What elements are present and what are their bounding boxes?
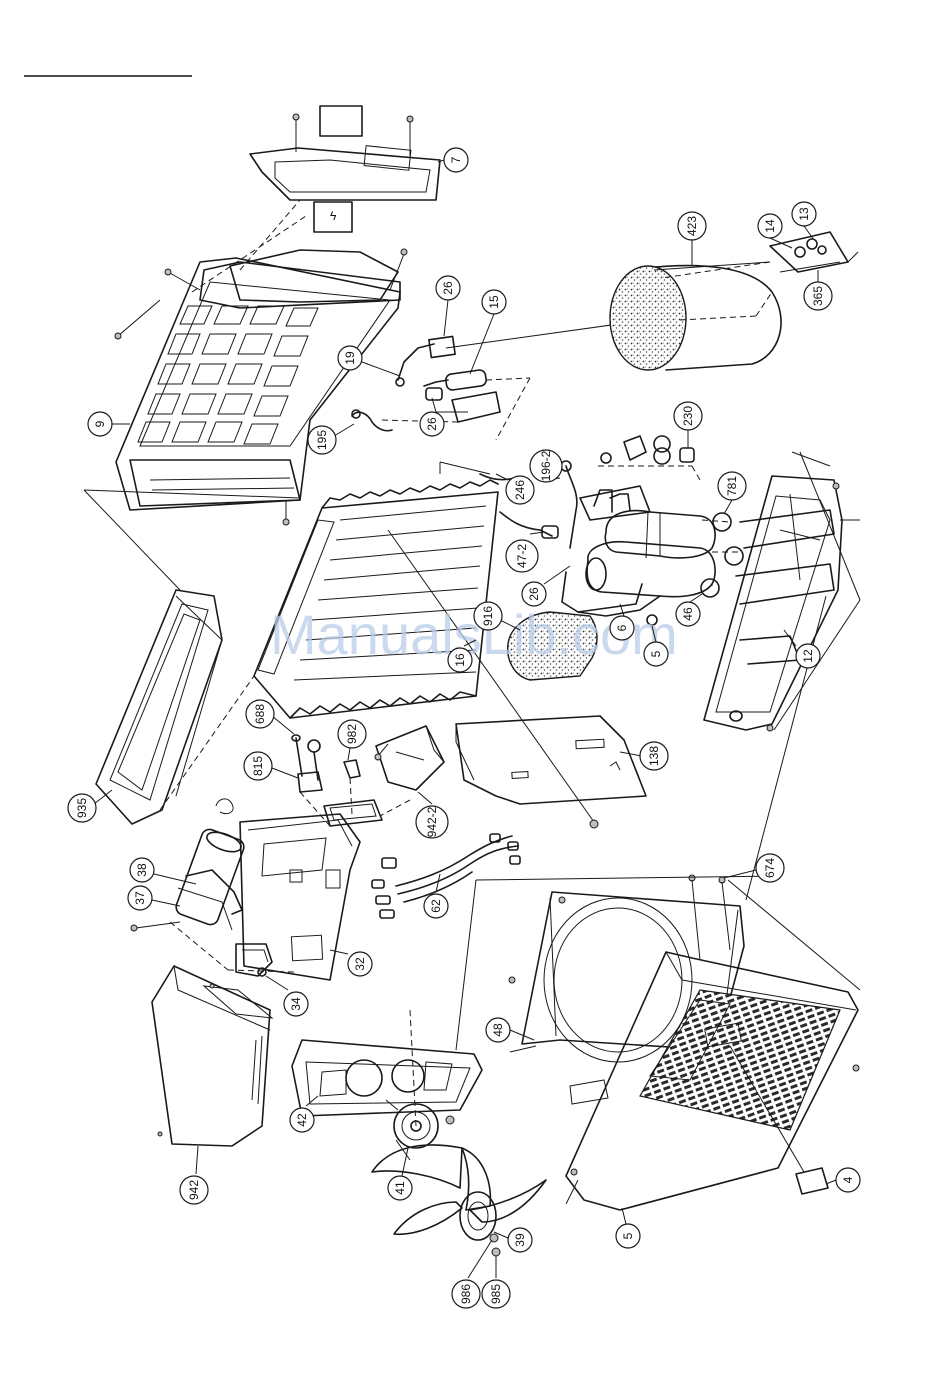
svg-text:942-2: 942-2: [425, 806, 439, 837]
svg-text:815: 815: [251, 756, 265, 776]
svg-text:19: 19: [343, 351, 357, 365]
callout-815: 815: [244, 752, 298, 780]
svg-text:39: 39: [513, 1233, 527, 1247]
callout-26a: 26: [436, 276, 460, 336]
svg-text:16: 16: [453, 653, 467, 667]
svg-text:674: 674: [763, 858, 777, 878]
part-138-shroud: [456, 716, 646, 804]
svg-text:9: 9: [93, 420, 107, 427]
svg-text:13: 13: [797, 207, 811, 221]
svg-text:6: 6: [615, 624, 629, 631]
callout-985: 985: [482, 1256, 510, 1308]
svg-text:15: 15: [487, 295, 501, 309]
svg-text:942: 942: [187, 1180, 201, 1200]
svg-text:4: 4: [841, 1176, 855, 1183]
svg-text:916: 916: [481, 606, 495, 626]
callout-5: 5: [616, 1208, 640, 1248]
callout-365: 365: [804, 270, 832, 310]
svg-text:32: 32: [353, 957, 367, 971]
svg-text:5: 5: [649, 650, 663, 657]
callout-62: 62: [424, 874, 448, 918]
svg-text:48: 48: [491, 1023, 505, 1037]
callout-42: 42: [290, 1096, 318, 1132]
callout-26b: 26: [420, 398, 468, 436]
svg-text:195: 195: [315, 430, 329, 450]
callouts: 7 9 26 15 19 26: [68, 148, 860, 1308]
frame-grid: [138, 306, 318, 444]
svg-text:38: 38: [135, 863, 149, 877]
svg-text:7: 7: [449, 156, 463, 163]
callout-32: 32: [330, 950, 372, 976]
svg-text:26: 26: [441, 281, 455, 295]
callout-942-2: 942-2: [416, 792, 448, 838]
callout-9: 9: [88, 412, 130, 436]
callout-34: 34: [266, 976, 308, 1016]
part-41-motor: [386, 1010, 438, 1160]
callout-15: 15: [470, 290, 506, 374]
part-674-screws: [689, 875, 730, 960]
part-42-fan-bracket: [292, 1040, 482, 1124]
part-230-fittings: [598, 436, 700, 480]
svg-text:985: 985: [489, 1284, 503, 1304]
callout-14: 14: [758, 214, 792, 248]
svg-text:986: 986: [459, 1284, 473, 1304]
svg-text:688: 688: [253, 704, 267, 724]
callout-7: 7: [438, 148, 468, 172]
callout-196-2: 196-2: [530, 450, 562, 482]
part-423-filter-drum: [610, 262, 781, 370]
svg-text:26: 26: [527, 587, 541, 601]
svg-text:26: 26: [425, 417, 439, 431]
part-5-front-grille: [566, 952, 859, 1210]
part-935-filter-panel: [84, 490, 222, 824]
svg-text:365: 365: [811, 286, 825, 306]
callout-423: 423: [678, 212, 706, 266]
callout-935: 935: [68, 790, 112, 822]
svg-text:12: 12: [801, 649, 815, 663]
svg-text:14: 14: [763, 219, 777, 233]
svg-text:5: 5: [621, 1232, 635, 1239]
svg-text:42: 42: [295, 1113, 309, 1127]
svg-text:41: 41: [393, 1181, 407, 1195]
svg-text:47-2: 47-2: [515, 544, 529, 568]
callout-13: 13: [792, 202, 816, 240]
svg-text:935: 935: [75, 798, 89, 818]
callout-246: 246: [496, 474, 534, 504]
part-34-relay: [236, 944, 272, 976]
callout-942: 942: [180, 1146, 208, 1204]
svg-text:46: 46: [681, 607, 695, 621]
callout-230: 230: [674, 402, 702, 448]
callout-39: 39: [494, 1228, 532, 1252]
callout-4: 4: [826, 1168, 860, 1192]
svg-text:62: 62: [429, 899, 443, 913]
callout-781: 781: [718, 472, 746, 514]
svg-text:196-2: 196-2: [539, 450, 553, 481]
callout-37: 37: [128, 886, 180, 910]
svg-text:230: 230: [681, 406, 695, 426]
part-942-cover: [152, 966, 272, 1146]
svg-text:246: 246: [513, 480, 527, 500]
svg-text:982: 982: [345, 724, 359, 744]
svg-text:37: 37: [133, 891, 147, 905]
callout-688: 688: [246, 700, 294, 734]
svg-text:423: 423: [685, 216, 699, 236]
warning-symbol: ϟ: [330, 209, 337, 223]
svg-text:34: 34: [289, 997, 303, 1011]
part-capacitor-37-38: [131, 827, 294, 972]
callout-47-2: 47-2: [506, 532, 544, 572]
assembly-lines: [84, 462, 860, 1052]
svg-text:138: 138: [647, 746, 661, 766]
callout-195: 195: [308, 424, 354, 454]
part-7-top-cover: ϟ: [250, 106, 440, 232]
svg-text:781: 781: [725, 476, 739, 496]
callout-46: 46: [676, 594, 702, 626]
callout-41: 41: [388, 1148, 412, 1200]
callout-982: 982: [338, 720, 366, 760]
